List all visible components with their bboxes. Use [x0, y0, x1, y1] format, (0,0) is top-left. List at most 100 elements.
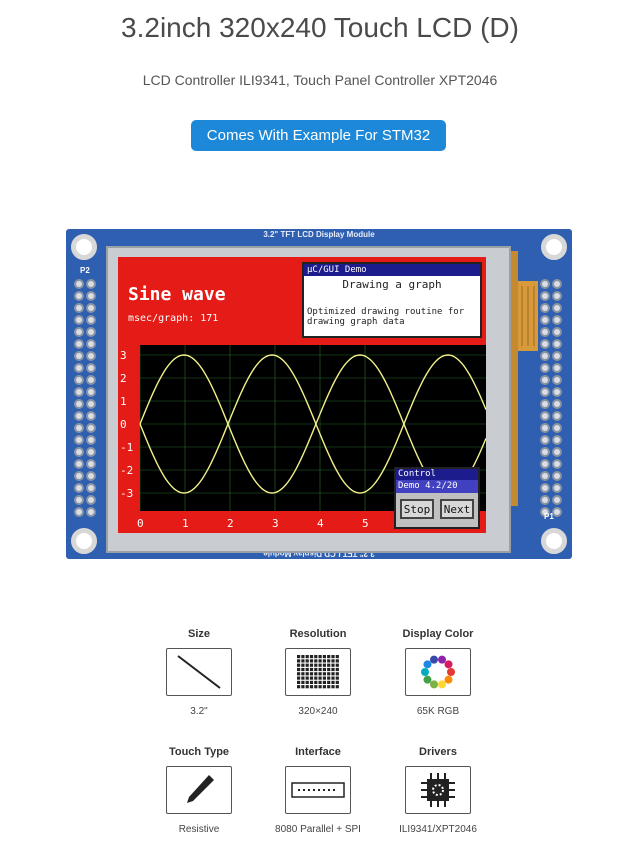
header-pin	[540, 303, 550, 313]
header-pin	[540, 327, 550, 337]
pixel-cell	[305, 667, 309, 672]
pixel-cell	[318, 667, 322, 672]
x-tick-label: 0	[137, 517, 144, 530]
mount-hole-icon	[71, 528, 97, 554]
spec-label: Interface	[295, 746, 341, 758]
chip-icon	[421, 773, 455, 807]
header-pin	[86, 375, 96, 385]
header-pin	[74, 507, 84, 517]
pixel-cell	[297, 680, 301, 684]
pcb-label-top: 3.2" TFT LCD Display Module	[263, 230, 375, 239]
spec-label: Size	[187, 628, 210, 640]
header-pin	[540, 471, 550, 481]
pixel-cell	[305, 663, 309, 667]
header-pin	[540, 339, 550, 349]
fpc-cable-icon	[510, 251, 538, 506]
connector-icon	[291, 782, 345, 798]
spec-interface: Interface 8080 Parallel + SPI	[253, 746, 383, 835]
header-pin	[552, 471, 562, 481]
pen-icon	[187, 775, 214, 803]
y-tick-label: 2	[120, 372, 127, 385]
pixel-cell	[322, 667, 326, 672]
color-dot	[447, 668, 455, 676]
x-tick-label: 5	[362, 517, 369, 530]
pixel-cell	[322, 676, 326, 680]
pixel-cell	[331, 655, 335, 659]
header-pin	[552, 363, 562, 373]
diagonal-line-icon	[177, 655, 221, 689]
pixel-cell	[305, 655, 309, 659]
pixel-cell	[327, 655, 331, 659]
spec-value: Resistive	[178, 824, 220, 835]
header-pin	[86, 303, 96, 313]
header-pin	[74, 327, 84, 337]
x-tick-label: 3	[272, 517, 279, 530]
pixel-cell	[327, 680, 331, 684]
spec-size: Size 3.2"	[134, 628, 264, 717]
y-tick-label: 0	[120, 418, 127, 431]
pixel-cell	[314, 676, 318, 680]
pixel-cell	[314, 667, 318, 672]
header-pin	[540, 447, 550, 457]
mount-hole-icon	[71, 234, 97, 260]
header-pin	[552, 327, 562, 337]
pixel-cell	[297, 676, 301, 680]
header-pin	[74, 459, 84, 469]
color-dot	[421, 668, 429, 676]
demo-window-desc: Optimized drawing routine for drawing gr…	[307, 307, 465, 327]
pixel-cell	[318, 655, 322, 659]
pixel-cell	[327, 672, 331, 676]
pixel-cell	[309, 685, 314, 689]
y-tick-label: -2	[120, 464, 133, 477]
header-pin	[86, 459, 96, 469]
pixel-cell	[301, 663, 305, 667]
header-pin	[540, 399, 550, 409]
pixel-cell	[301, 667, 305, 672]
header-pin	[86, 423, 96, 433]
header-pin	[552, 423, 562, 433]
header-pin	[540, 435, 550, 445]
pixel-cell	[335, 680, 339, 684]
pixel-cell	[327, 659, 331, 663]
x-tick-label: 2	[227, 517, 234, 530]
color-dot	[429, 655, 438, 664]
sine-series	[139, 354, 486, 494]
spec-value: 8080 Parallel + SPI	[275, 824, 361, 835]
spec-label: Resolution	[289, 628, 347, 640]
color-dot	[444, 660, 453, 669]
header-pin	[74, 315, 84, 325]
mount-hole-icon	[541, 528, 567, 554]
stm32-example-button[interactable]: Comes With Example For STM32	[191, 120, 446, 151]
demo-window-header: µC/GUI Demo	[304, 264, 480, 276]
y-tick-label: 1	[120, 395, 127, 408]
pixel-cell	[331, 667, 335, 672]
spec-display-color: Display Color 65K RGB	[373, 628, 503, 717]
pixel-cell	[297, 672, 301, 676]
header-pin	[74, 387, 84, 397]
y-tick-label: -3	[120, 487, 133, 500]
header-pin	[74, 447, 84, 457]
spec-resolution: Resolution 320×240	[253, 628, 383, 717]
control-window: Control Demo 4.2/20 Stop Next	[394, 467, 480, 529]
header-pin	[552, 387, 562, 397]
header-pin	[74, 375, 84, 385]
pixel-cell	[309, 659, 314, 663]
header-pin	[86, 291, 96, 301]
pin-header-left	[74, 279, 100, 517]
color-wheel-icon	[421, 655, 455, 689]
header-pin	[552, 375, 562, 385]
page-subtitle: LCD Controller ILI9341, Touch Panel Cont…	[142, 72, 498, 88]
spec-label: Display Color	[402, 628, 474, 640]
screen-subtitle: msec/graph: 171	[128, 313, 219, 324]
header-pin	[552, 339, 562, 349]
header-pin	[74, 399, 84, 409]
pixel-cell	[309, 663, 314, 667]
pixel-cell	[297, 667, 301, 672]
header-pin	[552, 303, 562, 313]
spec-value: 65K RGB	[416, 706, 460, 717]
header-pin	[552, 411, 562, 421]
header-pin	[552, 315, 562, 325]
header-pin	[540, 387, 550, 397]
pixel-cell	[314, 680, 318, 684]
pixel-cell	[335, 659, 339, 663]
